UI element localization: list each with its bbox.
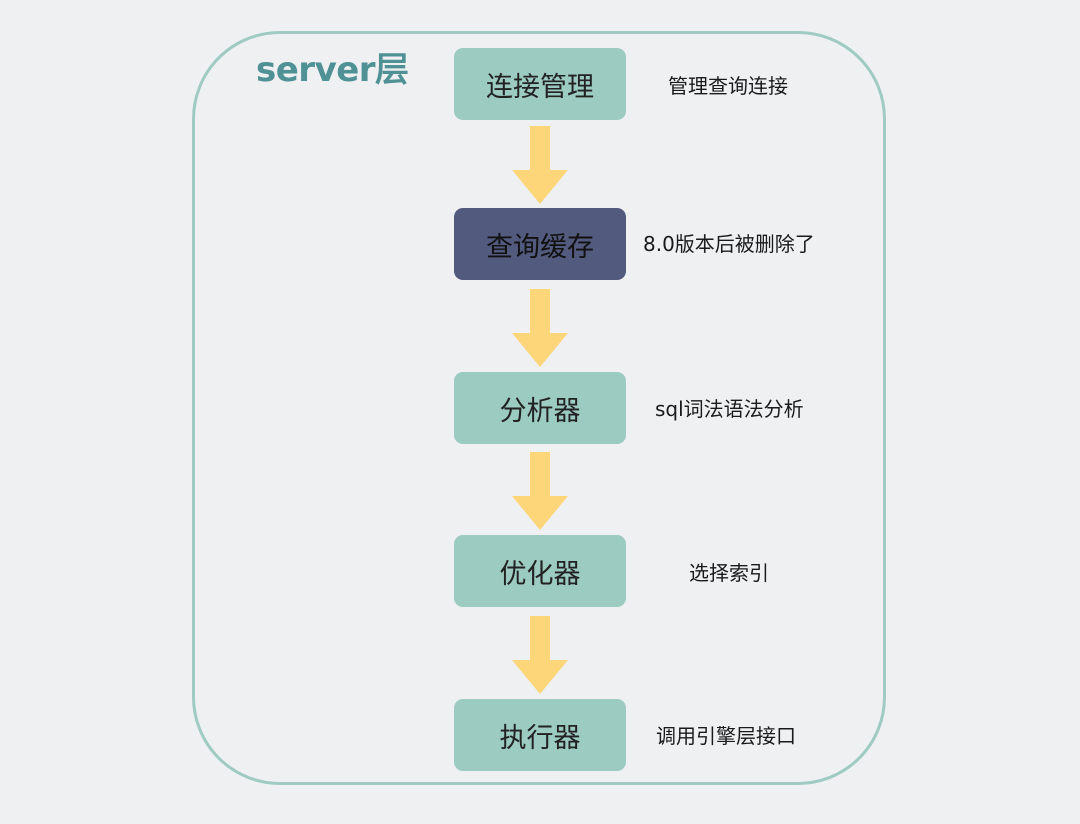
note-connection-manager: 管理查询连接 bbox=[668, 74, 788, 98]
note-optimizer: 选择索引 bbox=[689, 561, 769, 585]
flow-arrow-1 bbox=[512, 126, 568, 204]
stage-connection-manager: 连接管理 bbox=[454, 48, 626, 120]
server-layer-frame bbox=[192, 31, 886, 785]
note-analyzer: sql词法语法分析 bbox=[655, 397, 804, 421]
flow-arrow-4 bbox=[512, 616, 568, 694]
flow-arrow-3 bbox=[512, 452, 568, 530]
flow-arrow-2 bbox=[512, 289, 568, 367]
layer-title: server层 bbox=[256, 50, 409, 90]
note-query-cache: 8.0版本后被删除了 bbox=[643, 232, 815, 256]
stage-query-cache: 查询缓存 bbox=[454, 208, 626, 280]
stage-analyzer: 分析器 bbox=[454, 372, 626, 444]
stage-executor: 执行器 bbox=[454, 699, 626, 771]
stage-optimizer: 优化器 bbox=[454, 535, 626, 607]
note-executor: 调用引擎层接口 bbox=[656, 724, 796, 748]
